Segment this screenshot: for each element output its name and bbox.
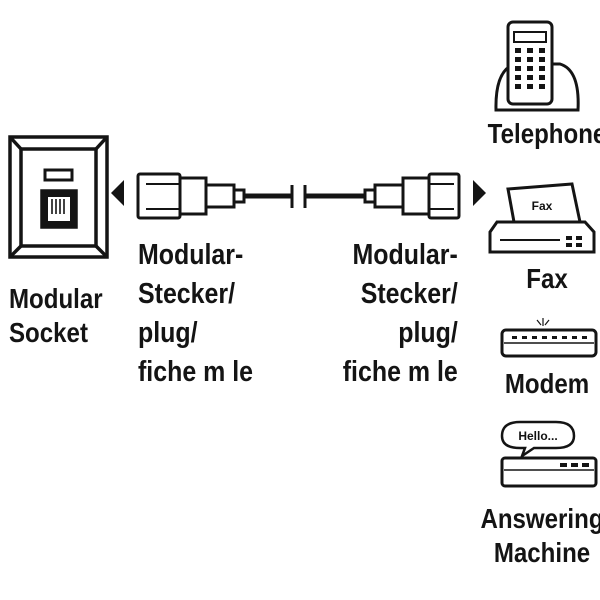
arrow-left-icon [111,180,124,206]
plug-right-line: fiche m le [342,356,458,388]
plug-left-label: Modular- Stecker/ plug/ fiche m le [138,236,253,392]
arrow-right-icon [473,180,486,206]
socket-label: Modular Socket [9,282,103,350]
fax-label: Fax [526,263,568,294]
modular-plug-icon [363,172,461,220]
cable [244,185,365,208]
answering-machine-line: Machine [493,537,591,568]
modem-icon [500,318,598,358]
socket-label-line: Socket [9,317,88,348]
plug-left-line: Stecker/ [138,278,236,310]
modular-socket-icon [8,135,109,259]
fax-icon [488,182,596,254]
plug-right-label: Modular- Stecker/ plug/ fiche m le [343,236,458,392]
telephone-icon [494,20,580,112]
plug-left-line: fiche m le [138,356,254,388]
answering-machine-icon [500,420,598,488]
plug-right-line: plug/ [398,317,458,349]
plug-left-line: Modular- [138,239,244,271]
plug-left-line: plug/ [138,317,198,349]
fax-paper-label: Fax [532,199,553,213]
socket-label-line: Modular [9,283,103,314]
speech-bubble-text: Hello... [518,429,557,443]
answering-machine-label: Answering Machine [465,502,600,570]
plug-right-line: Stecker/ [360,278,458,310]
answering-machine-line: Answering [480,503,600,534]
modem-label: Modem [504,368,590,399]
telephone-label: Telephone [487,118,600,149]
modular-plug-icon [136,172,246,220]
plug-right-line: Modular- [352,239,458,271]
